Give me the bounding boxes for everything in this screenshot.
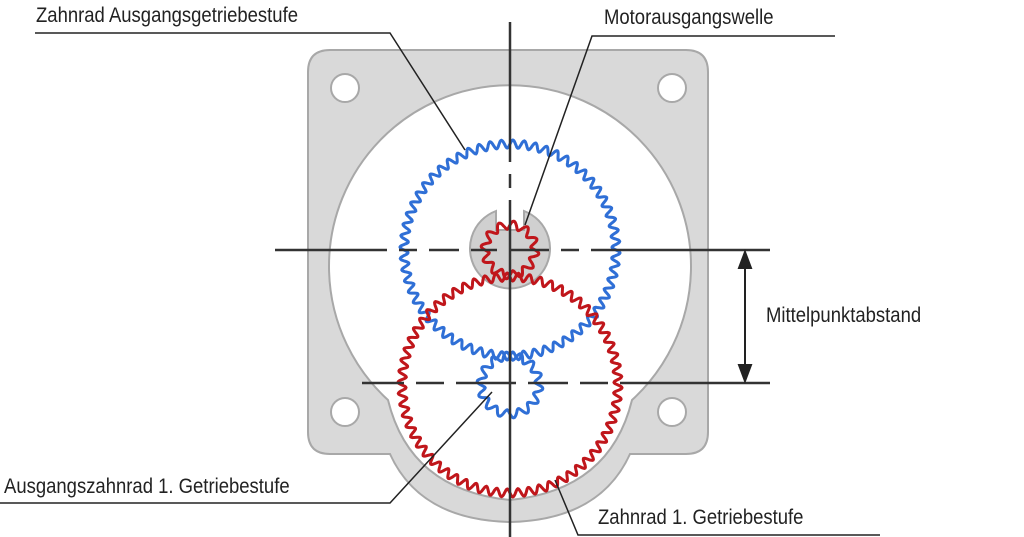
mounting-hole: [330, 397, 360, 427]
leader-motor-shaft: [524, 35, 835, 226]
mounting-hole: [657, 397, 687, 427]
mounting-hole: [330, 73, 360, 103]
label-center-distance: Mittelpunktabstand: [766, 304, 922, 327]
leader-lines: [0, 32, 880, 536]
center-lines: [275, 22, 770, 537]
first-stage-pinion: [475, 350, 545, 420]
center-distance-arrow: [737, 249, 753, 384]
leader-first-stage-output-gear: [0, 391, 493, 504]
leader-first-stage-gear: [554, 479, 880, 536]
label-first-stage-output-gear: Ausgangszahnrad 1. Getriebestufe: [4, 475, 290, 498]
first-stage-gear: [396, 271, 624, 499]
mounting-hole: [657, 73, 687, 103]
label-motor-shaft: Motorausgangswelle: [604, 6, 774, 29]
mounting-holes: [330, 73, 687, 427]
leader-output-stage-gear: [35, 32, 466, 151]
label-first-stage-gear: Zahnrad 1. Getriebestufe: [598, 506, 804, 529]
label-output-stage-gear: Zahnrad Ausgangsgetriebestufe: [36, 4, 298, 27]
